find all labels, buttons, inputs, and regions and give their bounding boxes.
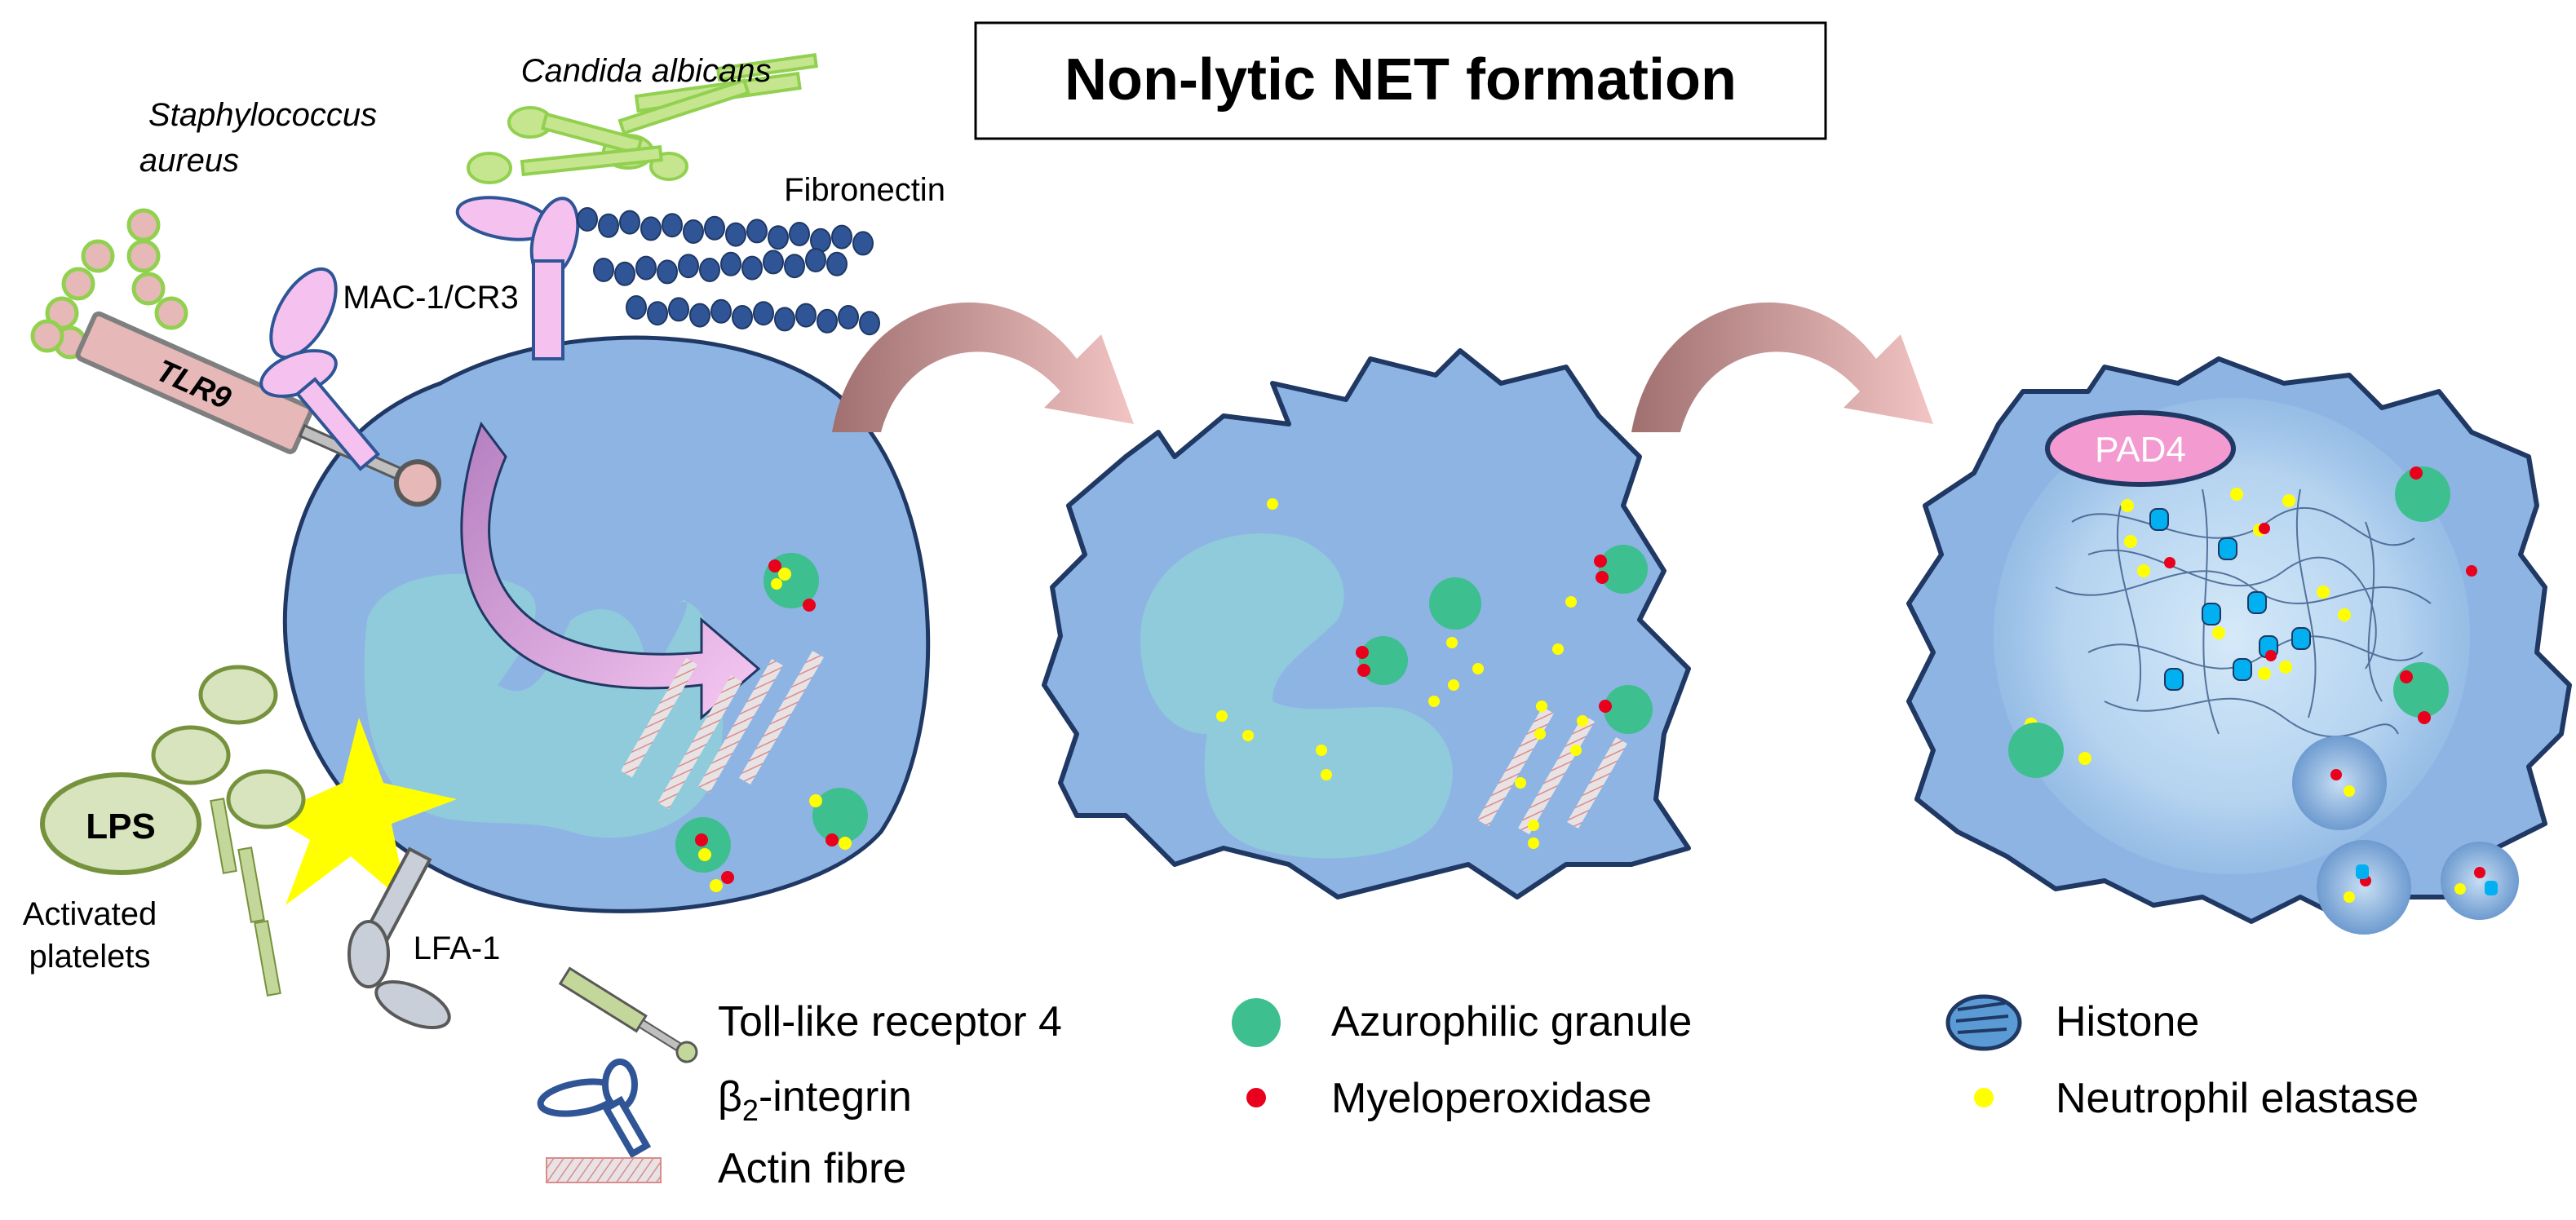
fibronectin-bead [614,261,635,286]
fibronectin-bead [774,307,795,332]
fibronectin-bead [859,311,880,336]
transition-arrow-2 [1631,302,1933,432]
fibronectin-bead [725,222,746,247]
staph-label-line1: Staphylococcus [148,97,377,133]
fibronectin-bead [720,251,741,276]
fibronectin-bead [789,222,810,246]
fibronectin-bead [689,303,710,328]
fibronectin-bead [647,301,668,326]
legend-actin-label: Actin fibre [718,1145,906,1192]
fibronectin-bead [753,301,774,326]
mpo-legend-icon [1246,1088,1266,1107]
fibronectin-bead [852,231,874,256]
fibronectin-bead [577,207,598,232]
mac1-integrin-left [259,267,381,471]
fibronectin-bead [619,210,640,235]
histone-legend-icon [1945,994,2022,1051]
fibronectin-bead [763,250,784,275]
fibronectin-bead [668,297,689,322]
fibronectin-bead [805,248,826,272]
fibronectin-bead [732,305,753,329]
granules-cell-3 [2008,466,2450,778]
fibronectin-bead [699,258,720,282]
integrin-legend-icon [537,1059,652,1159]
granules-cell-2 [1356,545,1653,734]
neutrophil-cell-3: PAD4 [1906,356,2572,935]
fibronectin-bead [662,213,683,238]
candida-hyphae [467,53,819,184]
pad4-enzyme: PAD4 [2045,410,2236,487]
fibronectin-bead [831,224,852,250]
neutrophil-cell-2 [1042,348,1691,900]
legend-elastase-label: Neutrophil elastase [2056,1075,2419,1122]
fibronectin-bead [795,303,817,328]
legend-histone-label: Histone [2056,998,2199,1045]
fibronectin-bead [598,213,619,238]
fibronectin-bead [817,308,838,334]
fibronectin-bead [678,254,699,279]
net-vesicles [2292,736,2519,935]
fibronectin-bead [826,251,848,276]
elastase-cell-2 [1216,498,1588,849]
lfa1-integrin [347,846,451,1030]
granule-legend-icon [1232,998,1281,1047]
fibronectin-bead [593,258,614,282]
actin-fibres-cell-1 [621,651,824,809]
staph-label-line2: aureus [139,143,239,179]
fibronectin-label: Fibronectin [784,172,945,208]
lfa1-label: LFA-1 [414,930,501,966]
mac1-label: MAC-1/CR3 [343,280,519,316]
fibronectin-bead [657,259,678,285]
fibronectin-bead [640,216,662,241]
fibronectin-bead [838,305,859,329]
nucleus [1140,533,1453,859]
fibronectin-bead [710,298,732,324]
granules-cell-1 [675,553,868,892]
tlr4-legend-icon [558,966,698,1063]
platelets-label-line1: Activated [23,896,157,932]
legend: Toll-like receptor 4 β2-integrin Actin f… [537,966,2419,1192]
fibronectin-bead [635,255,657,281]
fibronectin-bead [741,255,763,281]
elastase-legend-icon [1974,1088,1994,1107]
activated-platelets: LPS [40,665,457,997]
actin-legend-icon [546,1157,662,1183]
candida-label: Candida albicans [521,53,772,89]
platelets-label-line2: platelets [29,939,151,975]
fibronectin-chains [577,207,880,336]
pad4-label: PAD4 [2095,430,2186,470]
fibronectin-bead [683,219,704,244]
mac1-integrin-right [455,196,580,360]
fibronectin-bead [704,215,725,241]
legend-tlr4-label: Toll-like receptor 4 [718,998,1062,1045]
legend-mpo-label: Myeloperoxidase [1331,1075,1652,1122]
legend-azurophilic-label: Azurophilic granule [1331,998,1692,1045]
legend-integrin-label: β2-integrin [718,1073,912,1127]
fibronectin-bead [784,254,805,279]
lps-label: LPS [86,807,156,846]
lps-bubble [40,772,201,875]
fibronectin-bead [626,295,647,320]
page-title: Non-lytic NET formation [1064,47,1737,113]
neutrophil-cell-1 [282,335,931,913]
transition-arrow-1 [832,302,1134,432]
signal-arrow [460,421,761,721]
histones-cell-3 [2149,508,2311,691]
title-box: Non-lytic NET formation [974,21,1827,140]
fibronectin-bead [746,219,768,244]
fibronectin-bead [768,225,789,250]
